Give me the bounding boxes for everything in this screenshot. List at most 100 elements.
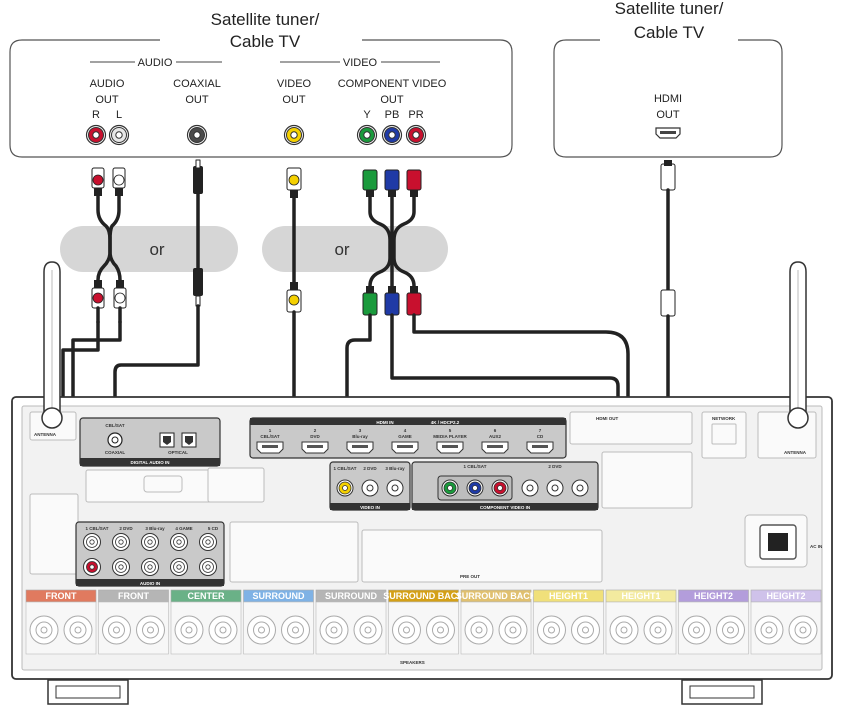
coaxial-in-jack-center xyxy=(111,436,119,444)
speaker-terminal-label: FRONT xyxy=(46,591,77,601)
analog-device-title-line2: Cable TV xyxy=(230,32,301,51)
speaker-terminal-5: SURROUND xyxy=(315,589,387,655)
ac-inlet xyxy=(759,524,797,560)
video-in-src-3: 3 Blu-ray xyxy=(385,466,405,471)
audio-in-label: AUDIO IN xyxy=(140,581,160,586)
hdmi-in-port-7: 7CD xyxy=(526,428,554,454)
hdmi-in-port-num: 1 xyxy=(269,428,272,433)
digital-audio-in-label: DIGITAL AUDIO IN xyxy=(131,460,170,465)
hdmi-in-port-pins xyxy=(532,445,548,448)
network-label: NETWORK xyxy=(712,416,736,421)
hdmi-in-spec: 4K / HDCP2.2 xyxy=(431,420,460,425)
speaker-binding-post-hole xyxy=(620,626,628,634)
digital-audio-in-block: DIGITAL AUDIO IN COAXIAL OPTICAL CBL/SAT xyxy=(79,417,221,467)
speaker-terminal-11: HEIGHT2 xyxy=(750,589,822,655)
hdmi-device-outline xyxy=(553,39,783,158)
hdmi-in-port-name: Blu-ray xyxy=(352,434,368,439)
speaker-binding-post-hole xyxy=(799,626,807,634)
antenna-left xyxy=(41,261,63,429)
component-out-label-line1: COMPONENT VIDEO xyxy=(338,78,447,90)
speaker-terminal-3: CENTER xyxy=(170,589,242,655)
hdmi-device-title-line1: Satellite tuner/ xyxy=(615,0,724,18)
audio-in-jack-center xyxy=(147,564,153,570)
audio-in-source-label: 4 GAME xyxy=(175,526,192,531)
hdmi-in-header: HDMI IN xyxy=(376,420,393,425)
hdmi-in-port-num: 5 xyxy=(449,428,452,433)
network-jack xyxy=(711,423,737,445)
hdmi-in-port-pins xyxy=(352,445,368,448)
fm-am-block xyxy=(29,493,79,575)
hdmi-in-port-name: DVD xyxy=(310,434,320,439)
foot-left-inner xyxy=(55,685,121,699)
coax-port-label: CBL/SAT xyxy=(105,423,124,428)
audio-in-jack-center xyxy=(118,564,124,570)
hdmi-in-block: HDMI IN 4K / HDCP2.2 1CBL/SAT2DVD3Blu-ra… xyxy=(249,417,567,459)
comp-in-2-jacks xyxy=(521,479,589,497)
component-video-in-label: COMPONENT VIDEO IN xyxy=(480,505,530,510)
audio-in-jack-center xyxy=(176,564,182,570)
audio-in-source-label: 3 Blu-ray xyxy=(145,526,165,531)
speaker-binding-post-hole xyxy=(509,626,517,634)
or-bubble-audio xyxy=(60,226,238,272)
optical-in-label: OPTICAL xyxy=(168,450,188,455)
speaker-binding-post-hole xyxy=(219,626,227,634)
component-pr-jack xyxy=(405,124,427,146)
speaker-binding-post-hole xyxy=(437,626,444,634)
video-group-label: VIDEO xyxy=(343,57,378,69)
hdmi-out-block xyxy=(569,411,693,445)
audio-in-source-2: 2 DVD xyxy=(112,526,133,576)
speaker-terminal-9: HEIGHT1 xyxy=(605,589,677,655)
audio-in-jack-center xyxy=(205,539,211,545)
hdmi-in-port-name: GAME xyxy=(398,434,412,439)
antenna-right xyxy=(787,261,809,429)
optical-1-shape xyxy=(163,436,171,445)
foot-right-inner xyxy=(689,685,755,699)
audio-in-source-1: 1 CBL/SAT xyxy=(83,526,109,576)
hdmi-out-label-line1: HDMI xyxy=(654,93,682,105)
speaker-terminal-label: HEIGHT2 xyxy=(766,591,805,601)
speaker-terminal-2: FRONT xyxy=(98,589,169,655)
speaker-terminal-7: SURROUND BACK xyxy=(456,589,537,655)
speaker-binding-post-hole xyxy=(330,626,338,634)
hdmi-device-title-line2: Cable TV xyxy=(634,23,705,42)
audio-in-jack-center xyxy=(176,539,182,545)
pre-out-block xyxy=(361,529,603,583)
audio-in-source-3: 3 Blu-ray xyxy=(141,526,165,576)
rs232c-port xyxy=(143,475,183,493)
speaker-binding-post-hole xyxy=(40,626,48,634)
speaker-binding-post-hole xyxy=(765,626,773,634)
audio-out-l-jack xyxy=(108,124,130,146)
audio-out-label-line2: OUT xyxy=(95,94,119,106)
coaxial-in-label: COAXIAL xyxy=(105,450,126,455)
hdmi-out-label: HDMI OUT xyxy=(596,416,618,421)
rca-plug-r-top xyxy=(91,167,105,196)
speaker-binding-post-hole xyxy=(185,626,193,634)
hdmi-in-port-name: CBL/SAT xyxy=(260,434,279,439)
component-video-in-block: COMPONENT VIDEO IN 1 CBL/SAT 2 DVD xyxy=(411,461,599,511)
hdmi-in-port-name: AUX2 xyxy=(489,434,502,439)
analog-device-outline xyxy=(9,39,513,158)
antenna-right-label: ANTENNA xyxy=(784,450,807,455)
hdmi-in-port-pins xyxy=(397,445,413,448)
speaker-binding-post-hole xyxy=(582,626,589,634)
audio-l-label: L xyxy=(116,109,122,121)
speaker-terminal-label: HEIGHT2 xyxy=(694,591,733,601)
speaker-terminal-label: HEIGHT1 xyxy=(621,591,660,601)
hdmi-out-label-line2: OUT xyxy=(656,109,680,121)
hdmi-in-port-name: MEDIA PLAYER xyxy=(433,434,467,439)
speaker-terminal-label: CENTER xyxy=(187,591,225,601)
speaker-terminal-label: SURROUND xyxy=(252,591,305,601)
zone2-preout-block xyxy=(229,521,359,583)
ac-in-label: AC IN xyxy=(810,544,822,549)
video-out-label-line2: OUT xyxy=(282,94,306,106)
audio-in-source-label: 1 CBL/SAT xyxy=(86,526,109,531)
audio-in-jack-center xyxy=(147,539,153,545)
speaker-terminal-4: SURROUND xyxy=(243,589,314,655)
rca-plug-l-top xyxy=(112,167,126,196)
speaker-binding-post-hole xyxy=(475,626,483,634)
